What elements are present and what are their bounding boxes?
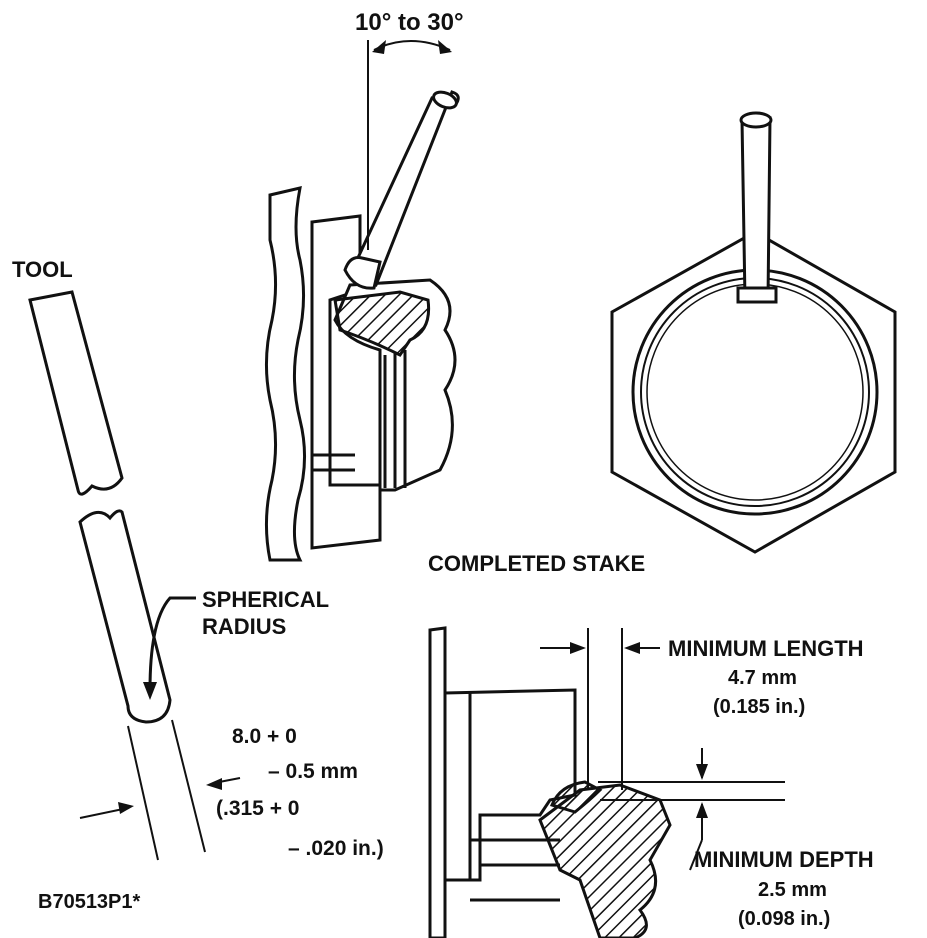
completed-stake-label: COMPLETED STAKE bbox=[428, 551, 645, 576]
spherical-radius-label-1: SPHERICAL bbox=[202, 587, 329, 612]
stake-section-detail bbox=[428, 626, 785, 938]
completed-stake-view bbox=[610, 111, 897, 554]
min-length-title: MINIMUM LENGTH bbox=[668, 636, 864, 661]
min-length-in: (0.185 in.) bbox=[713, 696, 805, 718]
tool-label: TOOL bbox=[12, 257, 73, 282]
min-depth-in: (0.098 in.) bbox=[738, 908, 830, 930]
min-depth-title: MINIMUM DEPTH bbox=[694, 847, 874, 872]
angle-label: 10° to 30° bbox=[355, 9, 464, 36]
tool-drawing bbox=[28, 290, 241, 861]
diameter-in-1: (.315 + 0 bbox=[216, 797, 299, 820]
diameter-mm-1: 8.0 + 0 bbox=[232, 725, 297, 748]
diameter-mm-2: – 0.5 mm bbox=[268, 760, 358, 783]
diameter-in-2: – .020 in.) bbox=[288, 837, 384, 860]
spherical-radius-label-2: RADIUS bbox=[202, 614, 286, 639]
staking-side-view bbox=[264, 40, 460, 562]
min-depth-mm: 2.5 mm bbox=[758, 879, 827, 901]
figure-id: B70513P1* bbox=[38, 891, 141, 913]
min-length-mm: 4.7 mm bbox=[728, 667, 797, 689]
